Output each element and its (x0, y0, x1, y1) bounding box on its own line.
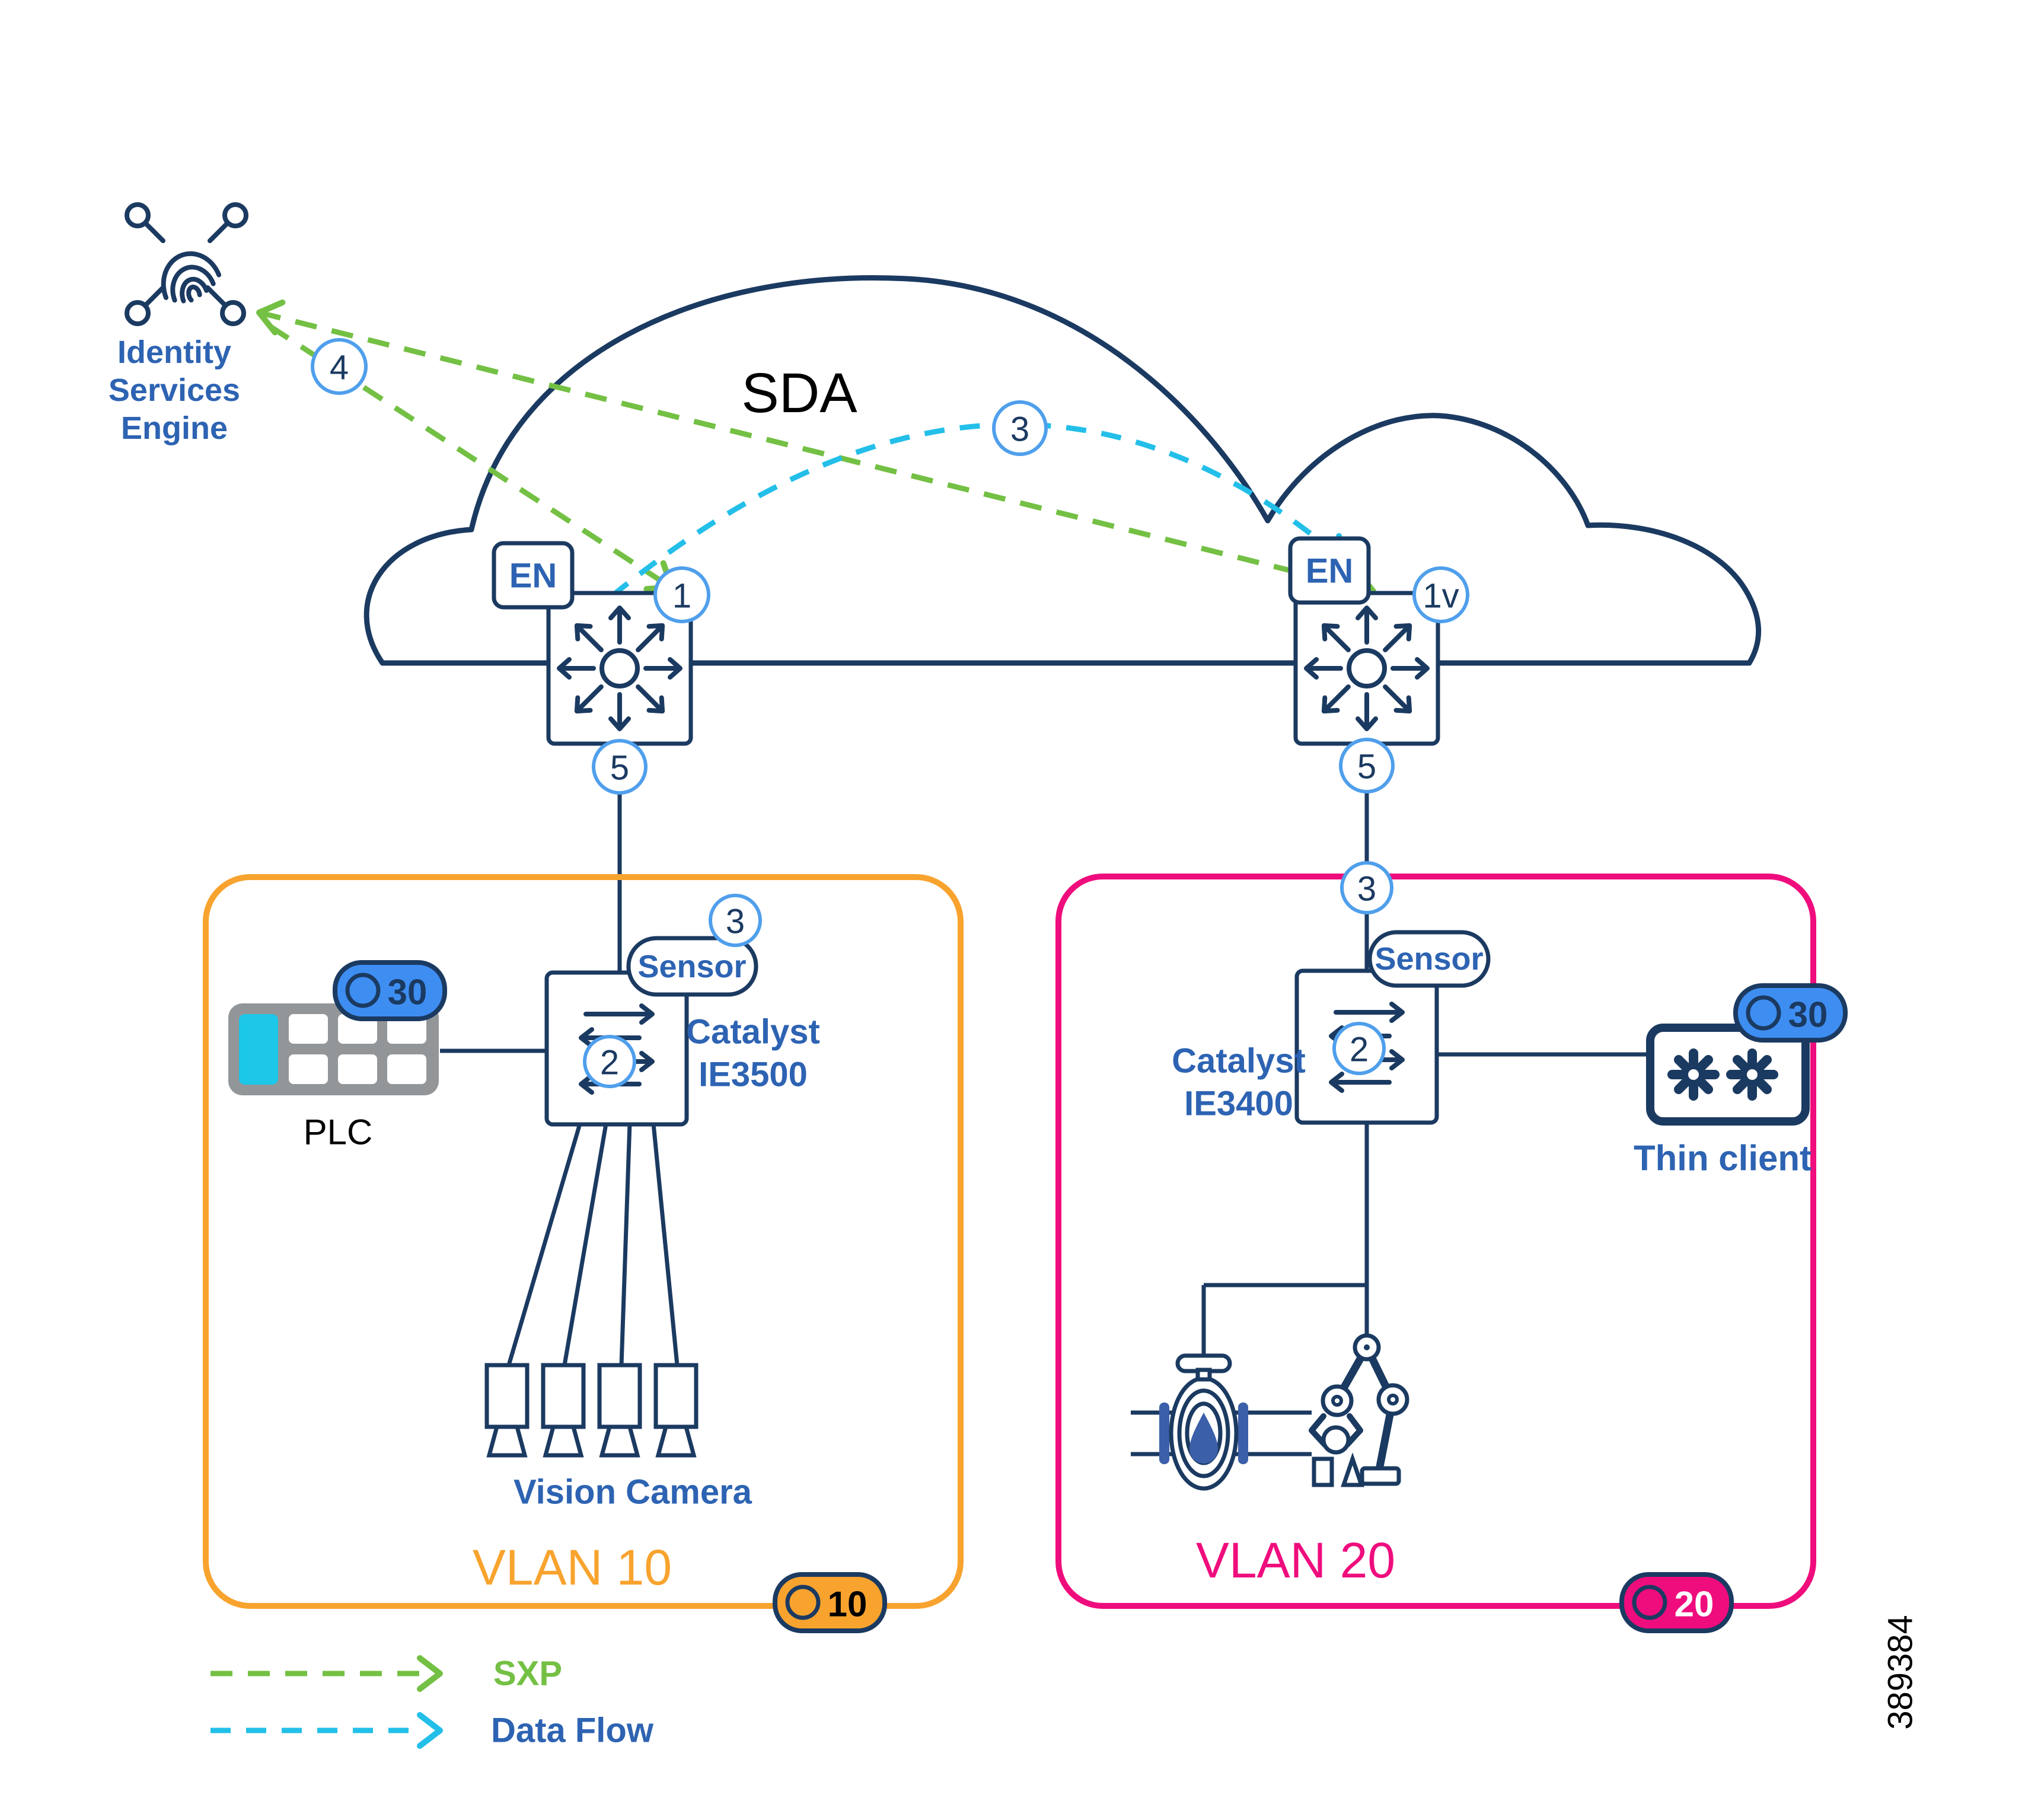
sensor-badge-left: Sensor (626, 936, 758, 997)
gear-icon (1672, 1053, 1715, 1096)
svg-text:4: 4 (330, 349, 349, 387)
ise-label-line1: Identity (117, 334, 231, 370)
camera-icon (599, 1365, 640, 1455)
svg-text:5: 5 (610, 749, 629, 788)
svg-text:3: 3 (1357, 870, 1376, 909)
vlan10-boundary (203, 874, 964, 1609)
step-marker-3-data-flow: 3 (992, 400, 1048, 456)
sda-label: SDA (741, 362, 857, 425)
step-marker-1v: 1v (1412, 566, 1469, 623)
svg-text:Sensor: Sensor (1374, 941, 1483, 977)
sgt-badge-thin-client: 30 (1733, 983, 1848, 1043)
sxp-line-ise-to-en-right (258, 310, 1372, 594)
sgt-badge-plc: 30 (333, 960, 447, 1021)
svg-text:3: 3 (1010, 410, 1029, 449)
svg-text:EN: EN (1306, 552, 1354, 591)
vlan20-tag-badge: 20 (1619, 1572, 1734, 1633)
svg-text:5: 5 (1357, 748, 1376, 786)
figure-number: 389384 (1881, 1615, 1920, 1730)
svg-text:10: 10 (828, 1585, 868, 1624)
step-marker-4: 4 (311, 338, 368, 395)
data-flow-legend-arrowhead (417, 1712, 443, 1749)
vlan20-label: VLAN 20 (1196, 1532, 1395, 1588)
identity-services-engine: Identity Services Engine (109, 202, 248, 446)
connector-lines (440, 744, 1650, 1366)
svg-text:30: 30 (388, 973, 428, 1012)
svg-text:EN: EN (509, 557, 557, 595)
camera-icon (543, 1365, 583, 1455)
svg-text:2: 2 (1350, 1031, 1369, 1069)
robot-arm-icon (1309, 1333, 1409, 1487)
svg-text:3: 3 (726, 903, 745, 941)
vlan10-label: VLAN 10 (473, 1539, 672, 1595)
valve-icon (1131, 1353, 1312, 1491)
svg-text:Sensor: Sensor (637, 949, 746, 984)
step-marker-5-right: 5 (1339, 738, 1395, 793)
thin-client-label: Thin client (1634, 1139, 1811, 1178)
catalyst-ie3400-label-line2: IE3400 (1184, 1085, 1293, 1123)
step-marker-1: 1 (653, 566, 710, 623)
plc-label: PLC (304, 1113, 373, 1152)
legend-sxp: SXP (211, 1655, 562, 1693)
svg-text:1v: 1v (1423, 577, 1459, 616)
data-flow-arc (610, 422, 1343, 598)
fingerprint-icon (125, 202, 248, 326)
vlan20-boundary (1055, 874, 1816, 1609)
step-marker-3-sensor: 3 (709, 894, 762, 947)
sxp-legend-arrowhead (417, 1655, 443, 1692)
step-marker-3-vlan20: 3 (1340, 861, 1393, 914)
sensor-badge-right: Sensor (1367, 930, 1491, 988)
svg-text:30: 30 (1788, 995, 1828, 1035)
svg-text:2: 2 (600, 1044, 619, 1082)
ise-label-line2: Services (109, 372, 240, 408)
svg-text:1: 1 (672, 577, 691, 616)
step-marker-5-left: 5 (592, 739, 648, 795)
catalyst-ie3500-label-line2: IE3500 (699, 1056, 808, 1094)
vision-camera-icons (487, 1365, 696, 1455)
vision-camera-label: Vision Camera (514, 1473, 752, 1512)
water-drop-icon (1189, 1413, 1218, 1464)
vlan10-tag-badge: 10 (773, 1572, 887, 1633)
svg-text:20: 20 (1675, 1585, 1714, 1624)
gear-icon (1731, 1053, 1774, 1096)
camera-icon (656, 1365, 696, 1455)
legend-data-flow: Data Flow (211, 1711, 654, 1750)
catalyst-ie3500-label-line1: Catalyst (686, 1013, 820, 1051)
plc-icon (228, 1003, 439, 1095)
camera-icon (487, 1365, 527, 1455)
ise-label-line3: Engine (121, 410, 228, 446)
step-marker-2-left: 2 (583, 1035, 636, 1088)
legend: SXP Data Flow (211, 1655, 654, 1750)
en-badge-right: EN (1288, 536, 1371, 605)
step-marker-2-right: 2 (1332, 1022, 1386, 1075)
legend-data-flow-label: Data Flow (491, 1711, 654, 1750)
legend-sxp-label: SXP (493, 1655, 562, 1693)
sxp-arrowhead-at-ise (256, 299, 286, 336)
thin-client-icon (1646, 1024, 1810, 1126)
catalyst-ie3400-label-line1: Catalyst (1172, 1042, 1306, 1080)
en-badge-left: EN (492, 541, 575, 610)
fabric-switch-icon-right (1296, 593, 1438, 744)
